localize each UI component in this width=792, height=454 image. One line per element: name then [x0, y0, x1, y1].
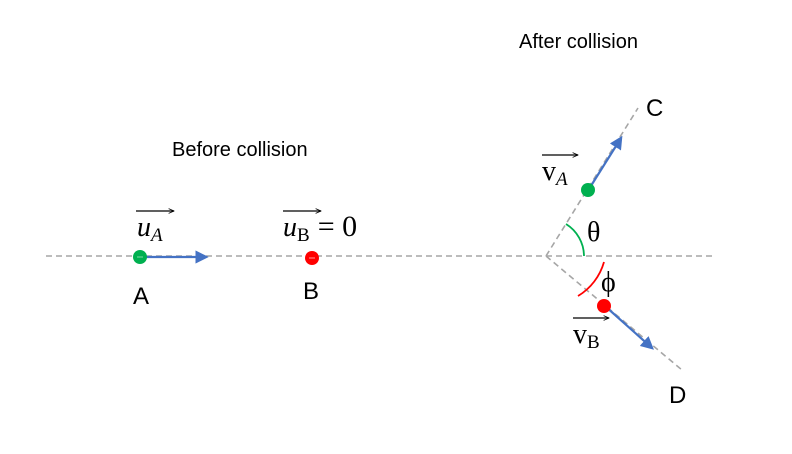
vector-vb-label: vB	[573, 318, 609, 353]
phi-arc	[577, 261, 605, 297]
label-d: D	[669, 382, 686, 409]
label-b: B	[303, 278, 319, 305]
ball-b-final	[597, 299, 611, 313]
phi-label: ϕ	[601, 267, 616, 298]
vector-va-label: vA	[542, 155, 578, 190]
velocity-arrow-va	[588, 135, 623, 190]
velocity-arrow-vb	[604, 305, 654, 350]
theta-label: θ	[587, 217, 600, 248]
vector-ub-label: uB= 0	[283, 210, 357, 246]
vector-ua-label: uA	[136, 211, 174, 246]
after-collision-caption: After collision	[519, 31, 638, 53]
theta-arc	[565, 223, 585, 257]
vector-vb-symbol: vB	[573, 319, 600, 353]
vector-va-symbol: vA	[542, 156, 568, 190]
before-collision-caption: Before collision	[172, 139, 308, 161]
vector-ua-symbol: uA	[137, 212, 163, 246]
line-to-c	[545, 107, 639, 257]
label-a: A	[133, 283, 149, 310]
label-c: C	[646, 95, 663, 122]
ball-a-final	[581, 183, 595, 197]
vector-ub-symbol: uB= 0	[283, 210, 357, 246]
